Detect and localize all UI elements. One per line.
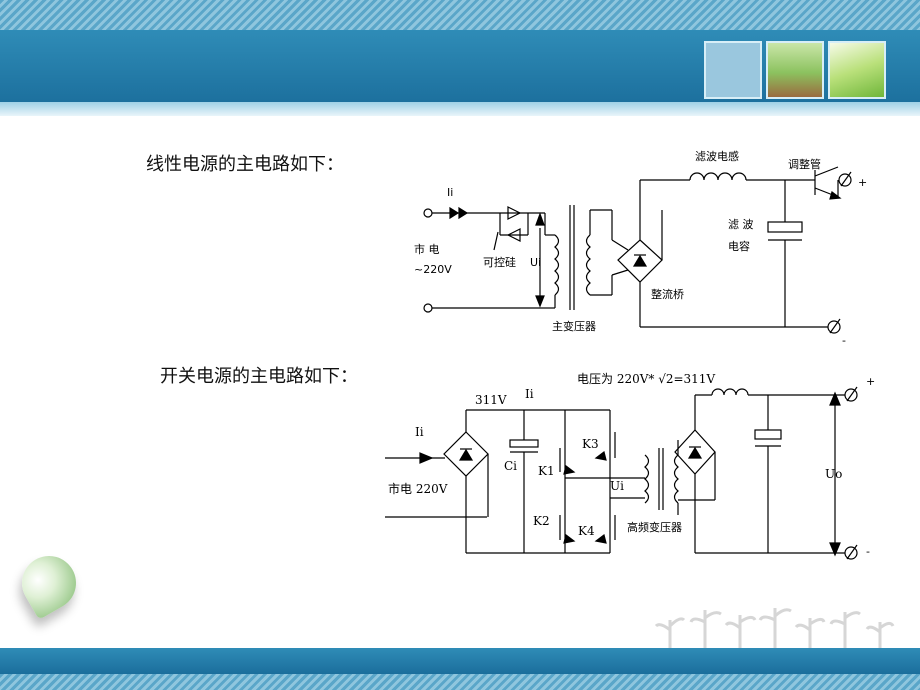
label-sw-bus-current: Ii [525, 387, 534, 401]
heading-linear-power: 线性电源的主电路如下： [146, 154, 344, 175]
linear-power-circuit [423, 166, 852, 334]
label-linear-ui: Ui [530, 256, 541, 269]
output-terminal-minus [827, 320, 841, 334]
decor-thumbnail-sprout [766, 41, 824, 99]
header-band-highlight [0, 102, 920, 116]
label-hf-transformer: 高频变压器 [627, 520, 682, 534]
label-capacitor-1: 滤 波 [728, 218, 754, 231]
label-sw-mains: 市电 220V [388, 481, 448, 496]
footer-band [0, 648, 920, 674]
label-linear-plus: + [858, 176, 867, 189]
label-linear-current: Ii [447, 186, 453, 199]
capacitor-icon [767, 221, 803, 233]
sw-terminal-minus [844, 546, 858, 560]
footer-stripe [0, 674, 920, 690]
thyristor-icon [507, 206, 522, 220]
heading-switching-power: 开关电源的主电路如下： [160, 366, 358, 387]
label-sw-k4: K4 [578, 524, 595, 538]
label-sw-ci: Ci [504, 459, 517, 473]
label-sw-plus: + [866, 375, 875, 388]
decor-thumbnail-blue [704, 41, 762, 99]
label-thyristor: 可控硅 [483, 255, 516, 269]
label-sw-bus-note: 电压为 220V* √2=311V [577, 372, 715, 386]
label-sw-311v: 311V [475, 393, 507, 407]
output-capacitor-icon [754, 429, 782, 440]
label-bridge: 整流桥 [651, 287, 684, 301]
label-sw-uo: Uo [825, 467, 842, 481]
label-sw-minus: - [866, 545, 870, 558]
terminal-top [423, 208, 433, 218]
header-stripe [0, 0, 920, 30]
switching-power-circuit [385, 386, 858, 560]
label-sw-ui: Ui [610, 479, 624, 493]
linear-labels: Ii 市 电 ~220V 可控硅 Ui 主变压器 整流桥 滤波电感 滤 波 电容… [414, 150, 867, 347]
uo-arrow-up-icon [829, 391, 841, 406]
output-inductor-icon [711, 388, 749, 396]
label-capacitor-2: 电容 [728, 239, 750, 253]
terminal-bottom [423, 303, 433, 313]
label-mains-2: ~220V [414, 263, 452, 276]
label-sw-k2: K2 [533, 514, 550, 528]
decor-thumbnail-leaves [828, 41, 886, 99]
label-main-transformer: 主变压器 [552, 319, 596, 333]
label-linear-minus: - [842, 334, 846, 347]
output-terminal-plus [838, 173, 852, 187]
label-sw-k3: K3 [582, 437, 599, 451]
label-sw-k1: K1 [538, 464, 555, 478]
input-arrow-icon [419, 452, 434, 464]
bus-capacitor-icon [509, 439, 539, 448]
regulator-transistor-icon [814, 166, 839, 177]
sw-terminal-plus [844, 388, 858, 402]
current-arrow-icon [449, 206, 460, 220]
switching-labels: Ii 市电 220V 311V Ii 电压为 220V* √2=311V Ci … [388, 372, 875, 558]
label-sw-input-current: Ii [415, 425, 424, 439]
label-mains-1: 市 电 [414, 242, 440, 256]
label-regulator: 调整管 [788, 157, 821, 171]
label-inductor: 滤波电感 [695, 150, 739, 163]
inductor-icon [689, 172, 747, 181]
uo-arrow-down-icon [829, 542, 841, 557]
